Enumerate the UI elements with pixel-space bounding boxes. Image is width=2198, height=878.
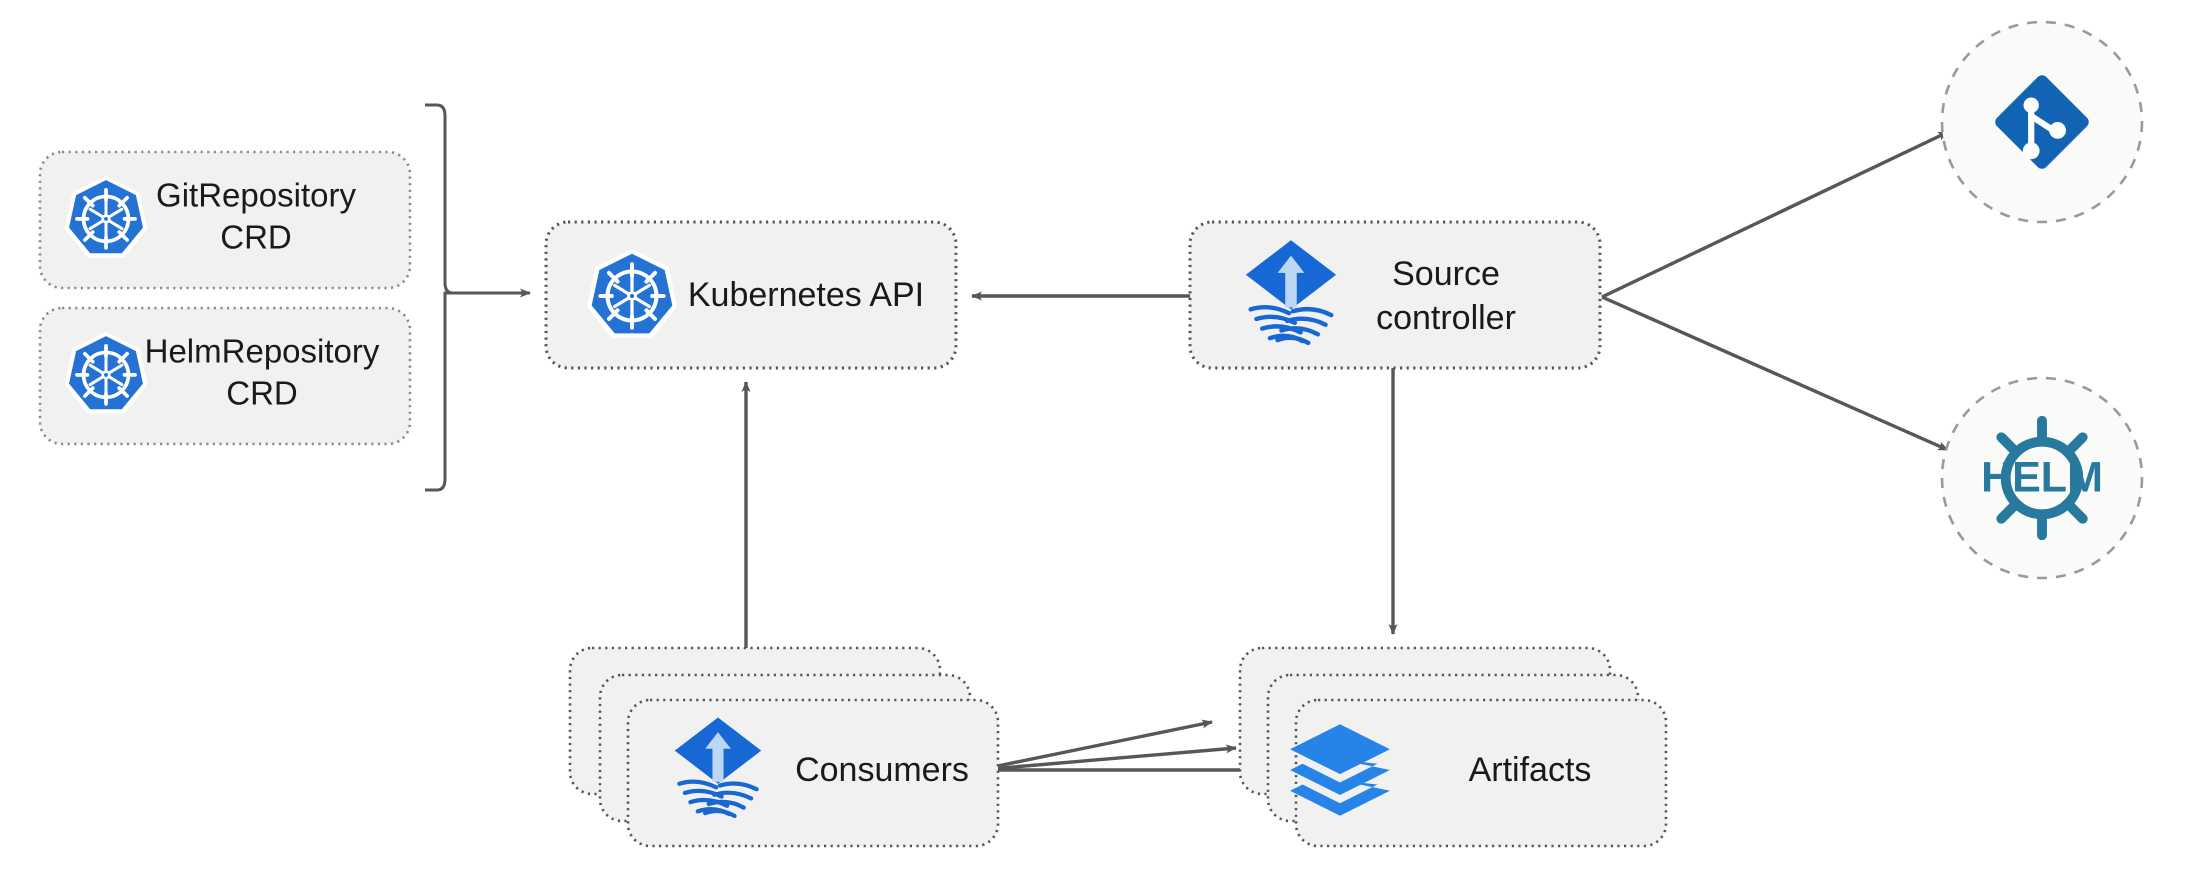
consumers-label: Consumers xyxy=(795,751,969,789)
source-controller-label-line1: Source xyxy=(1392,255,1500,293)
node-consumers[interactable]: Consumers xyxy=(568,646,1000,848)
node-git-source[interactable] xyxy=(1940,20,2144,224)
edge-consumers-to-artifacts-2 xyxy=(977,744,1237,772)
edge-source-controller-to-git xyxy=(1601,130,1949,299)
edge-consumers-to-artifacts-1 xyxy=(977,719,1213,772)
crd-bracket-connector xyxy=(425,103,531,492)
source-controller-label-line2: controller xyxy=(1376,299,1516,337)
kubernetes-api-label: Kubernetes API xyxy=(688,276,924,314)
node-source-controller[interactable]: Source controller xyxy=(1188,220,1602,370)
artifacts-label: Artifacts xyxy=(1469,751,1592,789)
node-artifacts[interactable]: Artifacts xyxy=(1238,646,1668,848)
helm-repository-crd-label-line2: CRD xyxy=(226,375,298,412)
node-helm-repository-crd[interactable]: HelmRepository CRD xyxy=(38,306,412,446)
git-repository-crd-label-line2: CRD xyxy=(220,219,292,256)
node-git-repository-crd[interactable]: GitRepository CRD xyxy=(38,150,412,290)
helm-label: HELM xyxy=(1981,453,2103,501)
helm-repository-crd-label-line1: HelmRepository xyxy=(145,333,380,370)
edge-source-controller-to-helm xyxy=(1601,295,1949,452)
node-kubernetes-api[interactable]: Kubernetes API xyxy=(544,220,958,370)
artifacts-stack-front xyxy=(1294,698,1668,848)
node-helm-source[interactable]: HELM xyxy=(1940,376,2144,580)
git-repository-crd-label-line1: GitRepository xyxy=(156,177,356,214)
